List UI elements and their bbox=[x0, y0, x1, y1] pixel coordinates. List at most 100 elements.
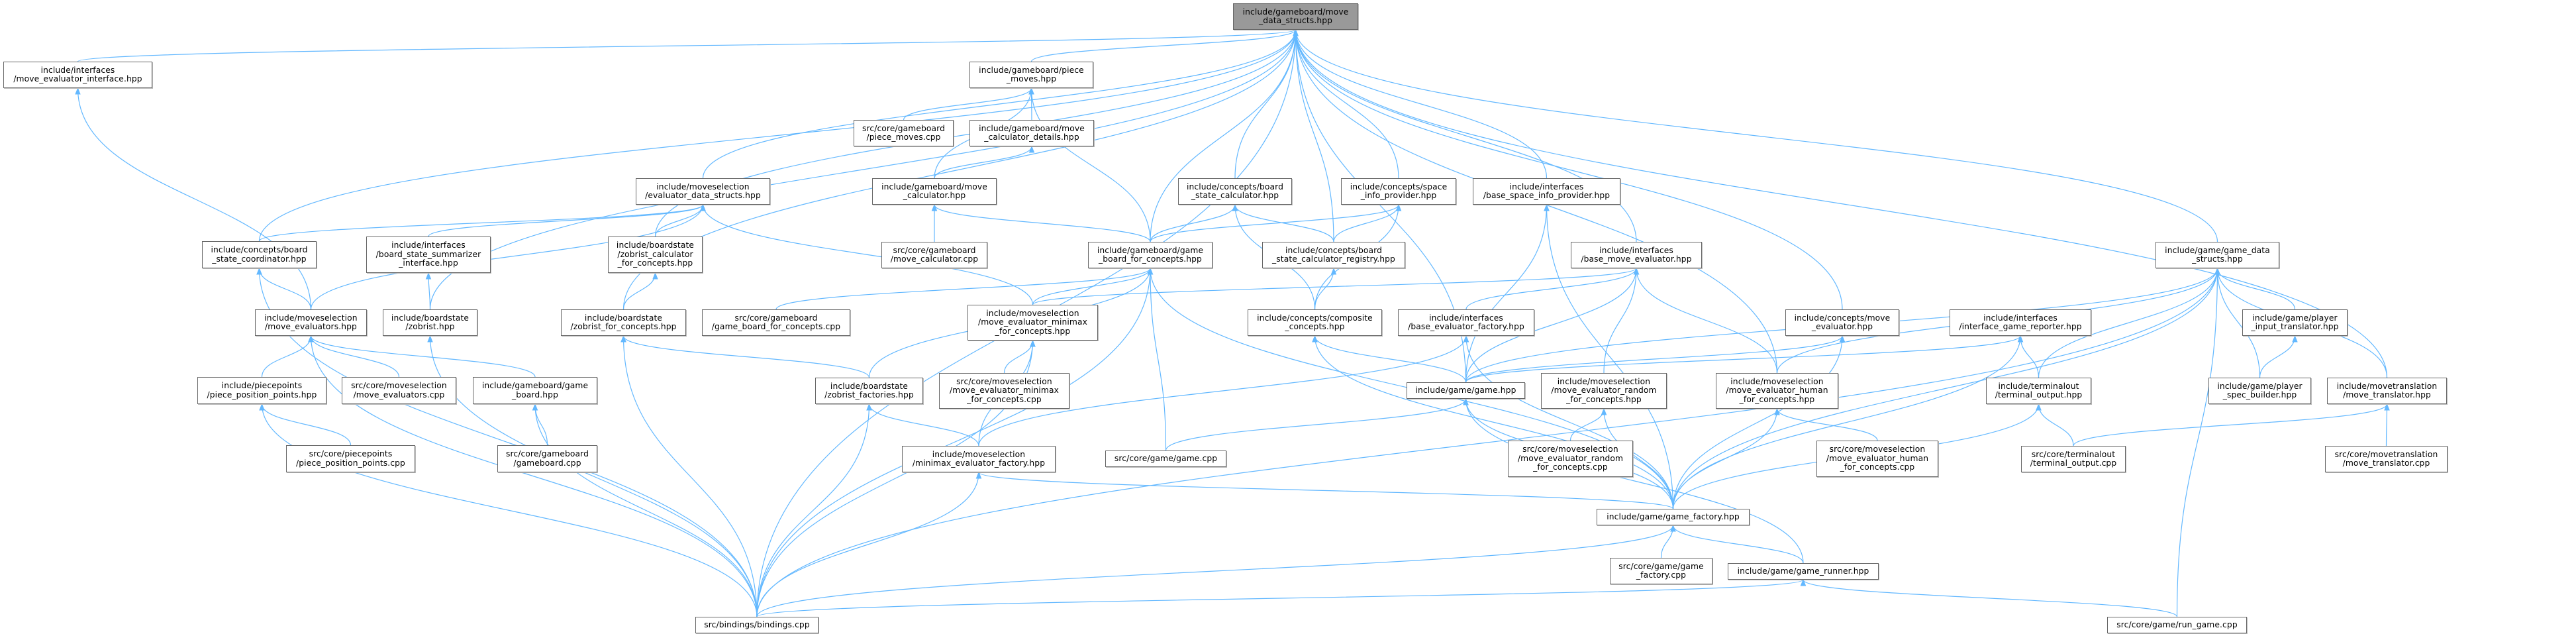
node-base-space-info-provider-hpp[interactable]: include/interfaces /base_space_info_prov… bbox=[1473, 178, 1620, 205]
node-gameboard-cpp[interactable]: src/core/gameboard /gameboard.cpp bbox=[497, 445, 597, 472]
include-edge-to-to-igr bbox=[2017, 335, 2040, 378]
node-game-board-hpp[interactable]: include/gameboard/game _board.hpp bbox=[473, 377, 597, 404]
node-zobrist-factories-hpp[interactable]: include/boardstate /zobrist_factories.hp… bbox=[815, 378, 923, 404]
include-edge-bsco-to-eds bbox=[258, 203, 706, 242]
include-edge-zcfc-to-eds bbox=[654, 203, 706, 237]
node-move-calculator-details-hpp[interactable]: include/gameboard/move _calculator_detai… bbox=[969, 120, 1094, 146]
include-edge-eds-to-root bbox=[702, 28, 1299, 179]
node-terminal-output-cpp[interactable]: src/core/terminalout /terminal_output.cp… bbox=[2021, 446, 2126, 472]
node-move-translator-cpp[interactable]: src/core/movetranslation /move_translato… bbox=[2325, 446, 2448, 472]
node-label: include/moveselection /move_evaluators.h… bbox=[264, 313, 358, 331]
node-label: include/concepts/board _state_coordinato… bbox=[211, 245, 308, 264]
node-move-evaluators-hpp[interactable]: include/moveselection /move_evaluators.h… bbox=[255, 309, 367, 336]
node-piece-moves-hpp[interactable]: include/gameboard/piece _moves.hpp bbox=[969, 62, 1093, 88]
include-edge-mef-to-bef bbox=[978, 335, 1469, 447]
node-label: include/terminalout /terminal_output.hpp bbox=[1995, 381, 2083, 399]
node-composite-concepts-hpp[interactable]: include/concepts/composite _concepts.hpp bbox=[1248, 309, 1382, 336]
node-label: include/gameboard/move _calculator_detai… bbox=[979, 123, 1085, 142]
node-player-input-translator-hpp[interactable]: include/game/player _input_translator.hp… bbox=[2242, 309, 2348, 336]
include-edge-rg-to-gds bbox=[2176, 267, 2220, 617]
node-label: src/core/moveselection /move_evaluator_h… bbox=[1826, 445, 1929, 472]
include-edge-gbfc-to-mc_hpp bbox=[931, 203, 1151, 242]
node-label: src/core/movetranslation /move_translato… bbox=[2334, 449, 2438, 468]
node-move-evaluator-random-for-concepts-hpp[interactable]: include/moveselection /move_evaluator_ra… bbox=[1541, 373, 1667, 409]
include-edge-psb-to-gds bbox=[2214, 267, 2261, 378]
node-label: include/concepts/move _evaluator.hpp bbox=[1794, 313, 1891, 331]
node-move-evaluator-human-for-concepts-cpp[interactable]: src/core/moveselection /move_evaluator_h… bbox=[1816, 441, 1938, 477]
node-board-state-coordinator-hpp[interactable]: include/concepts/board _state_coordinato… bbox=[202, 241, 317, 268]
node-base-evaluator-factory-hpp[interactable]: include/interfaces /base_evaluator_facto… bbox=[1398, 309, 1534, 336]
node-game-data-structs-hpp[interactable]: include/game/game_data _structs.hpp bbox=[2155, 242, 2279, 268]
include-edge-game-to-bsip bbox=[1465, 203, 1550, 383]
node-label: include/concepts/board _state_calculator… bbox=[1272, 245, 1395, 264]
node-label: include/interfaces /base_evaluator_facto… bbox=[1408, 313, 1524, 331]
node-move-evaluator-human-for-concepts-hpp[interactable]: include/moveselection /move_evaluator_hu… bbox=[1716, 373, 1838, 409]
include-edge-gbfc_cpp-to-gbfc bbox=[775, 267, 1154, 310]
node-move-evaluators-cpp[interactable]: src/core/moveselection /move_evaluators.… bbox=[342, 377, 456, 404]
include-edge-gb_cpp-to-gb bbox=[532, 403, 548, 446]
include-edge-bind-to-zfc bbox=[620, 335, 758, 617]
include-edge-gf-to-bsip bbox=[1544, 203, 1674, 509]
node-game-runner-hpp[interactable]: include/game/game_runner.hpp bbox=[1728, 563, 1879, 580]
include-edge-gr-to-game bbox=[1463, 398, 1804, 564]
node-game-board-for-concepts-hpp[interactable]: include/gameboard/game _board_for_concep… bbox=[1088, 242, 1213, 268]
node-interface-game-reporter-hpp[interactable]: include/interfaces /interface_game_repor… bbox=[1950, 309, 2091, 336]
node-piece-moves-cpp[interactable]: src/core/gameboard /piece_moves.cpp bbox=[854, 120, 954, 146]
include-edge-hum-to-bme bbox=[1633, 267, 1778, 374]
node-game-hpp[interactable]: include/game/game.hpp bbox=[1407, 382, 1525, 399]
node-game-cpp[interactable]: src/core/game/game.cpp bbox=[1105, 450, 1226, 467]
node-player-spec-builder-hpp[interactable]: include/game/player _spec_builder.hpp bbox=[2208, 378, 2311, 404]
include-edge-bscr-to-bsc bbox=[1232, 203, 1334, 242]
node-terminal-output-hpp[interactable]: include/terminalout /terminal_output.hpp bbox=[1986, 378, 2091, 404]
node-piece-position-points-hpp[interactable]: include/piecepoints /piece_position_poin… bbox=[197, 377, 326, 404]
node-move-evaluator-minimax-for-concepts-cpp[interactable]: src/core/moveselection /move_evaluator_m… bbox=[939, 373, 1069, 409]
include-edge-bind-to-gbfc bbox=[756, 267, 1154, 617]
node-move-evaluator-interface-hpp[interactable]: include/interfaces /move_evaluator_inter… bbox=[3, 62, 152, 88]
node-move-evaluator-minimax-for-concepts-hpp[interactable]: include/moveselection /move_evaluator_mi… bbox=[967, 305, 1098, 341]
node-bindings-cpp[interactable]: src/bindings/bindings.cpp bbox=[695, 617, 818, 633]
include-edge-zob-to-bssi bbox=[425, 272, 432, 310]
include-edge-bssi-to-eds bbox=[428, 203, 706, 237]
node-label: include/game/game_runner.hpp bbox=[1737, 566, 1869, 576]
node-piece-position-points-cpp[interactable]: src/core/piecepoints /piece_position_poi… bbox=[286, 445, 415, 472]
node-game-board-for-concepts-cpp[interactable]: src/core/gameboard /game_board_for_conce… bbox=[702, 309, 850, 336]
node-label: src/core/moveselection /move_evaluator_m… bbox=[949, 376, 1059, 404]
include-edge-bind-to-ppp bbox=[259, 403, 758, 617]
node-move-calculator-cpp[interactable]: src/core/gameboard /move_calculator.cpp bbox=[881, 242, 987, 268]
node-move-translator-hpp[interactable]: include/movetranslation /move_translator… bbox=[2327, 378, 2447, 404]
node-run-game-cpp[interactable]: src/core/game/run_game.cpp bbox=[2107, 617, 2247, 633]
node-evaluator-data-structs-hpp[interactable]: include/moveselection /evaluator_data_st… bbox=[636, 178, 770, 205]
node-board-state-summarizer-interface-hpp[interactable]: include/interfaces /board_state_summariz… bbox=[366, 237, 491, 273]
node-board-state-calculator-registry-hpp[interactable]: include/concepts/board _state_calculator… bbox=[1262, 242, 1405, 268]
node-label: include/movetranslation /move_translator… bbox=[2336, 381, 2438, 399]
include-edge-gbfc-to-sip bbox=[1150, 203, 1402, 242]
include-edge-bind-to-gb bbox=[532, 403, 758, 617]
node-zobrist-for-concepts-hpp[interactable]: include/boardstate /zobrist_for_concepts… bbox=[561, 309, 686, 336]
node-minimax-evaluator-factory-hpp[interactable]: include/moveselection /minimax_evaluator… bbox=[902, 446, 1056, 472]
node-game-factory-cpp[interactable]: src/core/game/game _factory.cpp bbox=[1610, 558, 1712, 584]
include-edge-bsip-to-root bbox=[1293, 28, 1548, 179]
include-edge-mef-to-zf bbox=[866, 403, 979, 447]
include-edge-gf_cpp-to-gf bbox=[1660, 524, 1676, 558]
node-label: include/piecepoints /piece_position_poin… bbox=[207, 381, 317, 399]
node-zobrist-hpp[interactable]: include/boardstate /zobrist.hpp bbox=[383, 309, 477, 336]
node-base-move-evaluator-hpp[interactable]: include/interfaces /base_move_evaluator.… bbox=[1571, 242, 1702, 268]
include-edge-mei-to-root bbox=[77, 28, 1299, 62]
node-label: include/gameboard/game _board.hpp bbox=[481, 381, 589, 399]
node-label: include/moveselection /move_evaluator_hu… bbox=[1726, 376, 1828, 404]
include-edge-mev_cpp-to-mevs bbox=[308, 335, 400, 378]
node-label: include/concepts/composite _concepts.hpp bbox=[1257, 313, 1373, 331]
include-edge-gbfc-to-bsc bbox=[1150, 203, 1238, 242]
node-concepts-move-evaluator-hpp[interactable]: include/concepts/move _evaluator.hpp bbox=[1785, 309, 1899, 336]
node-game-factory-hpp[interactable]: include/game/game_factory.hpp bbox=[1597, 509, 1750, 525]
include-edge-bind-to-mef bbox=[756, 471, 982, 617]
node-zobrist-calculator-for-concepts-hpp[interactable]: include/boardstate /zobrist_calculator _… bbox=[608, 237, 703, 273]
include-edge-psb-to-pit bbox=[2259, 335, 2298, 378]
node-board-state-calculator-hpp[interactable]: include/concepts/board _state_calculator… bbox=[1178, 178, 1292, 205]
node-space-info-provider-hpp[interactable]: include/concepts/space _info_provider.hp… bbox=[1341, 178, 1456, 205]
node-move-evaluator-random-for-concepts-cpp[interactable]: src/core/moveselection /move_evaluator_r… bbox=[1508, 441, 1633, 477]
node-move-calculator-hpp[interactable]: include/gameboard/move _calculator.hpp bbox=[872, 178, 997, 205]
include-edge-zfc-to-zcfc bbox=[622, 272, 658, 310]
node-label: src/core/gameboard /piece_moves.cpp bbox=[862, 123, 946, 142]
include-edge-game-to-comp bbox=[1312, 335, 1467, 383]
